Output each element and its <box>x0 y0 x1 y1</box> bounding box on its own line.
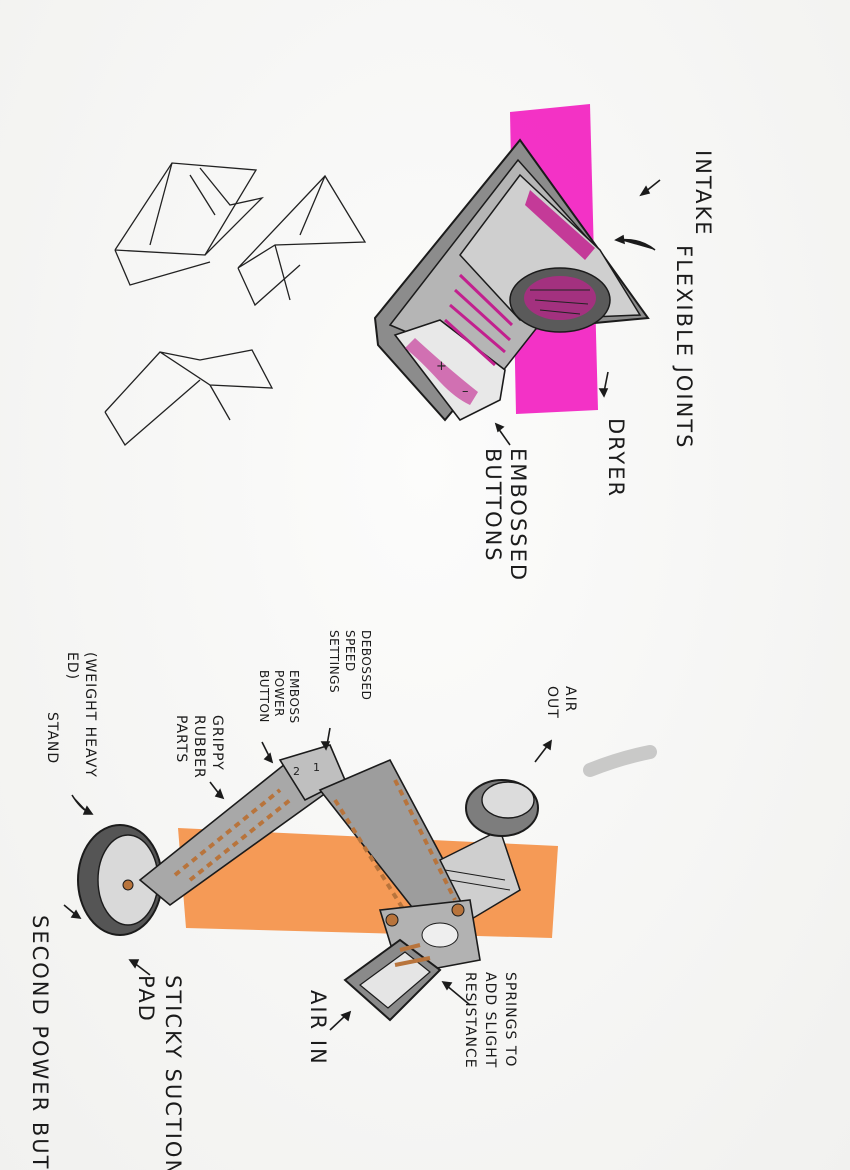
label-sticky-suction-line1: STICKY SUCTION <box>161 975 185 1170</box>
label-weight-stand-line3: STAND <box>44 712 60 764</box>
arrow-icon <box>620 240 655 250</box>
label-air-out-line1: AIR <box>562 686 578 712</box>
svg-text:2: 2 <box>293 765 300 778</box>
label-embossed-buttons-line1: EMBOSSED <box>506 448 530 582</box>
label-emboss-power-line2: POWER <box>271 670 285 717</box>
grey-marker-stroke <box>590 752 650 770</box>
label-debossed-speed-line2: SPEED <box>342 630 356 672</box>
label-intake: INTAKE <box>691 150 715 237</box>
label-flexible-joints: FLEXIBLE JOINTS <box>672 245 696 449</box>
label-dryer: DRYER <box>604 418 628 498</box>
label-springs-line3: RESISTANCE <box>462 972 478 1069</box>
label-second-power-button: SECOND POWER BUTTON <box>28 915 52 1170</box>
arrow-icon <box>535 745 548 762</box>
wireframe-sketches <box>105 163 365 445</box>
label-debossed-speed-line3: SETTINGS <box>326 630 340 693</box>
label-embossed-buttons-line2: BUTTONS <box>481 448 505 563</box>
label-air-in: AIR IN <box>306 990 330 1066</box>
label-weight-stand-line2: ED) <box>64 652 80 680</box>
label-air-out-line2: OUT <box>544 686 560 719</box>
plus-icon: + <box>436 359 447 374</box>
label-springs-line2: ADD SLIGHT <box>482 972 498 1068</box>
minus-icon: – <box>462 384 469 399</box>
label-grippy-rubber-line2: RUBBER <box>191 715 207 779</box>
label-sticky-suction-line2: PAD <box>134 975 158 1023</box>
label-debossed-speed-line1: DEBOSSED <box>358 630 372 700</box>
svg-text:1: 1 <box>313 761 320 774</box>
label-grippy-rubber-line1: GRIPPY <box>209 715 225 771</box>
label-springs-line1: SPRINGS TO <box>502 972 518 1067</box>
label-grippy-rubber-line3: PARTS <box>173 715 189 763</box>
label-emboss-power-line3: BUTTON <box>256 670 270 723</box>
label-weight-stand-line1: (WEIGHT HEAVY <box>82 652 98 778</box>
label-emboss-power-line1: EMBOSS <box>286 670 300 724</box>
